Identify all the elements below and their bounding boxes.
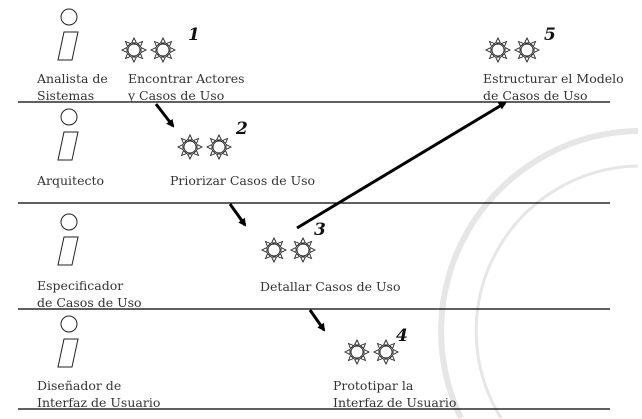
- role-line: Especificador: [37, 278, 124, 293]
- activity-sun-icon: [485, 37, 511, 63]
- activity-label-5: Estructurar el Modelo de Casos de Uso: [483, 70, 624, 104]
- activity-sun-icon: [150, 37, 176, 63]
- activity-line: Interfaz de Usuario: [333, 395, 457, 410]
- activity-sun-icon: [261, 237, 287, 263]
- seal-outer-ring: [438, 128, 639, 419]
- role-line: de Casos de Uso: [37, 295, 142, 310]
- university-seal-watermark: [438, 128, 639, 419]
- activity-line: Prototipar la: [333, 378, 414, 393]
- role-label-especificador: Especificador de Casos de Uso: [37, 277, 142, 311]
- actor-icon-disenador: [57, 315, 79, 368]
- role-label-analista: Analista de Sistemas: [37, 70, 108, 104]
- arrow-3-to-4: [308, 309, 326, 332]
- swimlane-dividers: [18, 101, 610, 410]
- role-line: Diseñador de: [37, 378, 122, 393]
- activity-sun-icon: [121, 37, 147, 63]
- activity-line: Encontrar Actores: [128, 71, 245, 86]
- actor-icon-arquitecto: [57, 108, 79, 161]
- activity-label-4: Prototipar la Interfaz de Usuario: [333, 377, 456, 411]
- arrow-1-to-2: [154, 103, 175, 128]
- activity-sun-icon: [514, 37, 540, 63]
- activity-label-3: Detallar Casos de Uso: [260, 278, 401, 295]
- activity-sun-icon: [177, 134, 203, 160]
- activity-number-4: 4: [396, 326, 408, 346]
- role-line: Analista de: [37, 71, 108, 86]
- role-line: Sistemas: [37, 88, 95, 103]
- actor-icon-especificador: [57, 213, 79, 266]
- activity-sun-icon: [290, 237, 316, 263]
- activity-number-5: 5: [544, 25, 556, 45]
- arrow-2-to-3: [228, 203, 247, 227]
- activity-line: y Casos de Uso: [128, 88, 225, 103]
- role-label-arquitecto: Arquitecto: [37, 172, 104, 189]
- activity-line: Detallar Casos de Uso: [260, 279, 401, 294]
- activity-sun-icon: [373, 339, 399, 365]
- actor-icon-analista: [57, 8, 79, 61]
- activity-line: Priorizar Casos de Uso: [170, 173, 316, 188]
- activity-number-1: 1: [188, 25, 200, 45]
- arrow-3-to-5: [296, 101, 507, 230]
- role-label-disenador: Diseñador de Interfaz de Usuario: [37, 377, 160, 411]
- activity-sun-icon: [206, 134, 232, 160]
- activity-number-2: 2: [236, 119, 248, 139]
- activity-label-2: Priorizar Casos de Uso: [170, 172, 315, 189]
- activity-number-3: 3: [314, 220, 326, 240]
- seal-inner-ring: [474, 164, 639, 419]
- flow-arrows: [154, 101, 507, 332]
- activity-line: Estructurar el Modelo: [483, 71, 624, 86]
- activity-sun-icon: [344, 339, 370, 365]
- role-line: Arquitecto: [37, 173, 105, 188]
- activity-line: de Casos de Uso: [483, 88, 588, 103]
- activity-label-1: Encontrar Actores y Casos de Uso: [128, 70, 245, 104]
- role-line: Interfaz de Usuario: [37, 395, 161, 410]
